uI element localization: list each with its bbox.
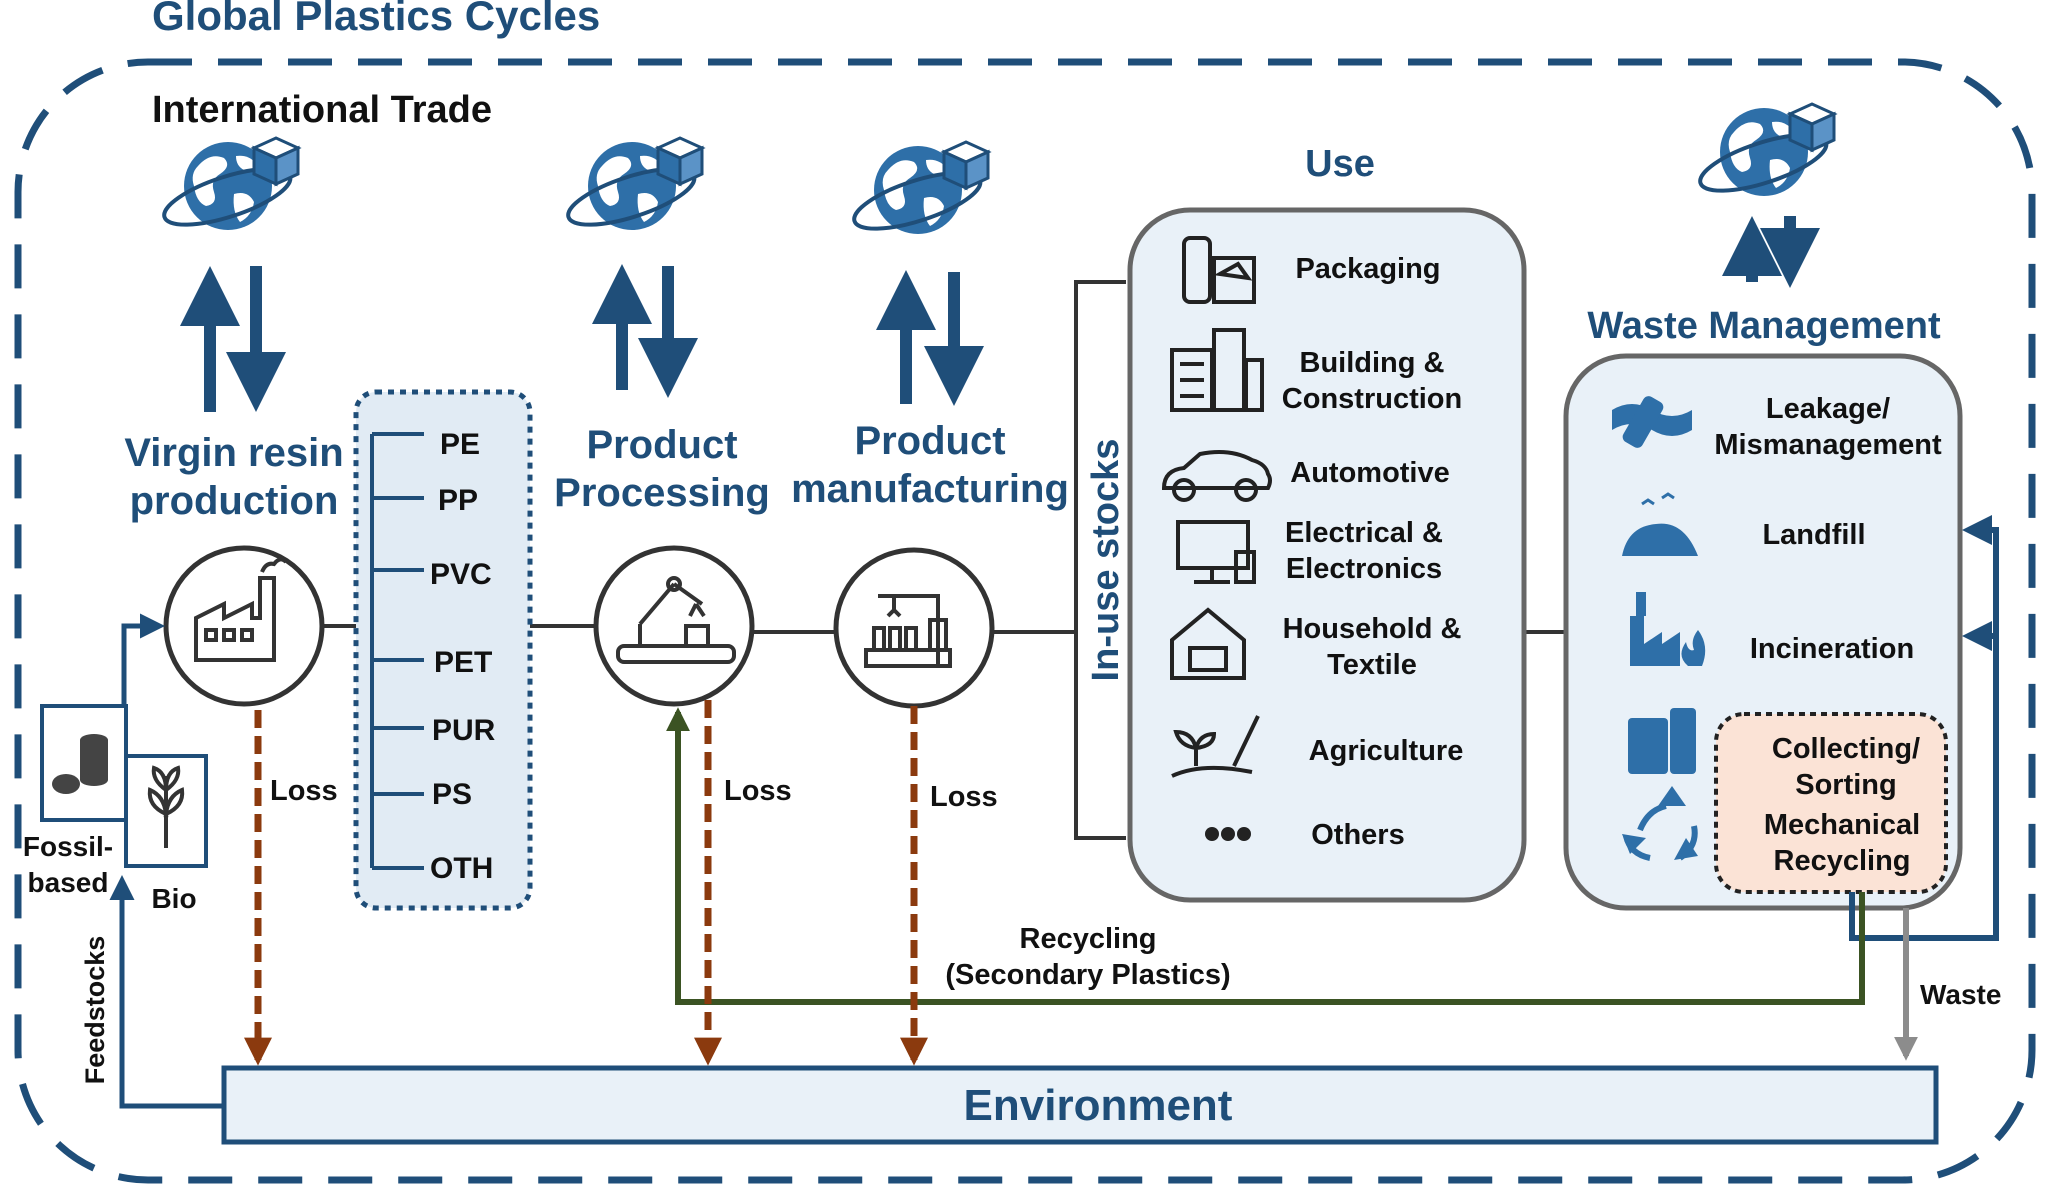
- sector-others: Others: [1311, 819, 1404, 851]
- household-icon: [1170, 607, 1246, 680]
- sector-electrical-2: Electronics: [1286, 553, 1442, 585]
- loss-label-manufacturing: Loss: [930, 781, 998, 813]
- collecting-bin-icon: [1628, 708, 1696, 774]
- waste-incineration: Incineration: [1750, 633, 1914, 665]
- processing-node: [593, 545, 755, 707]
- bottling-machine-icon: [864, 594, 952, 668]
- processing-label-2: Processing: [554, 471, 770, 515]
- polymer-pp: PP: [438, 484, 478, 517]
- recycling-line-4: Recycling: [1774, 845, 1911, 877]
- feedstock-return-flow: [109, 875, 224, 1109]
- factory-icon: [194, 557, 288, 662]
- virgin-production-node: [163, 545, 325, 707]
- computer-icon: [1176, 520, 1256, 584]
- polymer-pvc: PVC: [430, 558, 492, 591]
- oil-barrel-icon: [52, 734, 108, 794]
- processing-label-1: Product: [586, 423, 737, 467]
- in-use-stocks-label: In-use stocks: [1085, 439, 1127, 682]
- residue-flow-landfill: [1849, 515, 1999, 941]
- recycling-flow-label-2: (Secondary Plastics): [945, 959, 1230, 991]
- manufacturing-label-2: manufacturing: [791, 467, 1069, 511]
- polymer-oth: OTH: [430, 852, 493, 885]
- system-boundary: [14, 58, 2036, 1184]
- waste-leakage-2: Mismanagement: [1714, 429, 1942, 461]
- waste-management-label: Waste Management: [1587, 305, 1941, 347]
- sector-packaging: Packaging: [1295, 253, 1440, 285]
- incineration-icon: [1630, 592, 1706, 666]
- waste-icons: [1612, 396, 1706, 861]
- waste-flow-label: Waste: [1920, 979, 2001, 1010]
- waste-route-labels: Leakage/ Mismanagement Landfill Incinera…: [1714, 393, 1942, 665]
- sector-agriculture: Agriculture: [1309, 735, 1464, 767]
- recycling-flow-label-1: Recycling: [1020, 923, 1157, 955]
- recycling-box-labels: Collecting/ Sorting Mechanical Recycling: [1764, 733, 1920, 877]
- sector-household-2: Textile: [1327, 649, 1417, 681]
- main-flow-line: [320, 624, 1566, 634]
- feedstocks-label: Feedstocks: [80, 936, 110, 1085]
- virgin-resin-label-2: production: [130, 479, 339, 523]
- polymer-pe: PE: [440, 428, 480, 461]
- environment-box: [221, 1065, 1939, 1145]
- loss-flow-arrows: [244, 700, 928, 1066]
- virgin-resin-label-1: Virgin resin: [124, 431, 343, 475]
- use-label: Use: [1305, 143, 1375, 185]
- bio-label: Bio: [151, 883, 196, 914]
- polymer-pet: PET: [434, 646, 492, 679]
- packaging-icon: [1182, 236, 1256, 304]
- polymer-ps: PS: [432, 778, 472, 811]
- recycling-line-3: Mechanical: [1764, 809, 1920, 841]
- recycling-line-2: Sorting: [1795, 769, 1897, 801]
- sector-household-1: Household &: [1283, 613, 1462, 645]
- use-sector-labels: Packaging Building & Construction Automo…: [1282, 253, 1464, 851]
- others-icon: [1205, 827, 1251, 841]
- landfill-icon: [1622, 492, 1698, 556]
- loss-label-processing: Loss: [724, 775, 792, 807]
- trade-arrows: [180, 216, 1820, 412]
- recycling-line-1: Collecting/: [1772, 733, 1920, 765]
- recycling-box: [1714, 712, 1948, 894]
- sector-electrical-1: Electrical &: [1285, 517, 1443, 549]
- loss-label-virgin: Loss: [270, 775, 338, 807]
- leakage-icon: [1612, 396, 1692, 448]
- sector-automotive: Automotive: [1290, 457, 1450, 489]
- manufacturing-node: [833, 547, 995, 709]
- recycle-icon: [1622, 786, 1698, 861]
- car-icon: [1161, 450, 1272, 502]
- diagram-title: Global Plastics Cycles: [152, 0, 600, 39]
- sector-building-2: Construction: [1282, 383, 1462, 415]
- feedstock-input-flow: [121, 613, 165, 710]
- plant-icon: [147, 765, 185, 848]
- in-use-stocks-bracket: [1074, 280, 1126, 840]
- international-trade-label: International Trade: [152, 89, 492, 131]
- polymer-types-box: [353, 389, 533, 911]
- recycling-flow-arrow: [666, 707, 1865, 1005]
- waste-leakage-1: Leakage/: [1766, 393, 1890, 425]
- use-sector-icons: [1161, 236, 1272, 778]
- manufacturing-label-1: Product: [854, 419, 1005, 463]
- fossil-label-2: based: [28, 867, 109, 898]
- waste-landfill: Landfill: [1762, 519, 1865, 551]
- polymer-pur: PUR: [432, 714, 496, 747]
- robot-arm-icon: [616, 576, 736, 664]
- environment-label: Environment: [964, 1081, 1233, 1130]
- sector-building-1: Building &: [1300, 347, 1445, 379]
- building-icon: [1170, 328, 1264, 412]
- polymer-tree: [370, 432, 424, 870]
- fossil-label-1: Fossil-: [23, 831, 113, 862]
- agriculture-icon: [1171, 715, 1260, 778]
- use-sectors-box: [1127, 207, 1527, 903]
